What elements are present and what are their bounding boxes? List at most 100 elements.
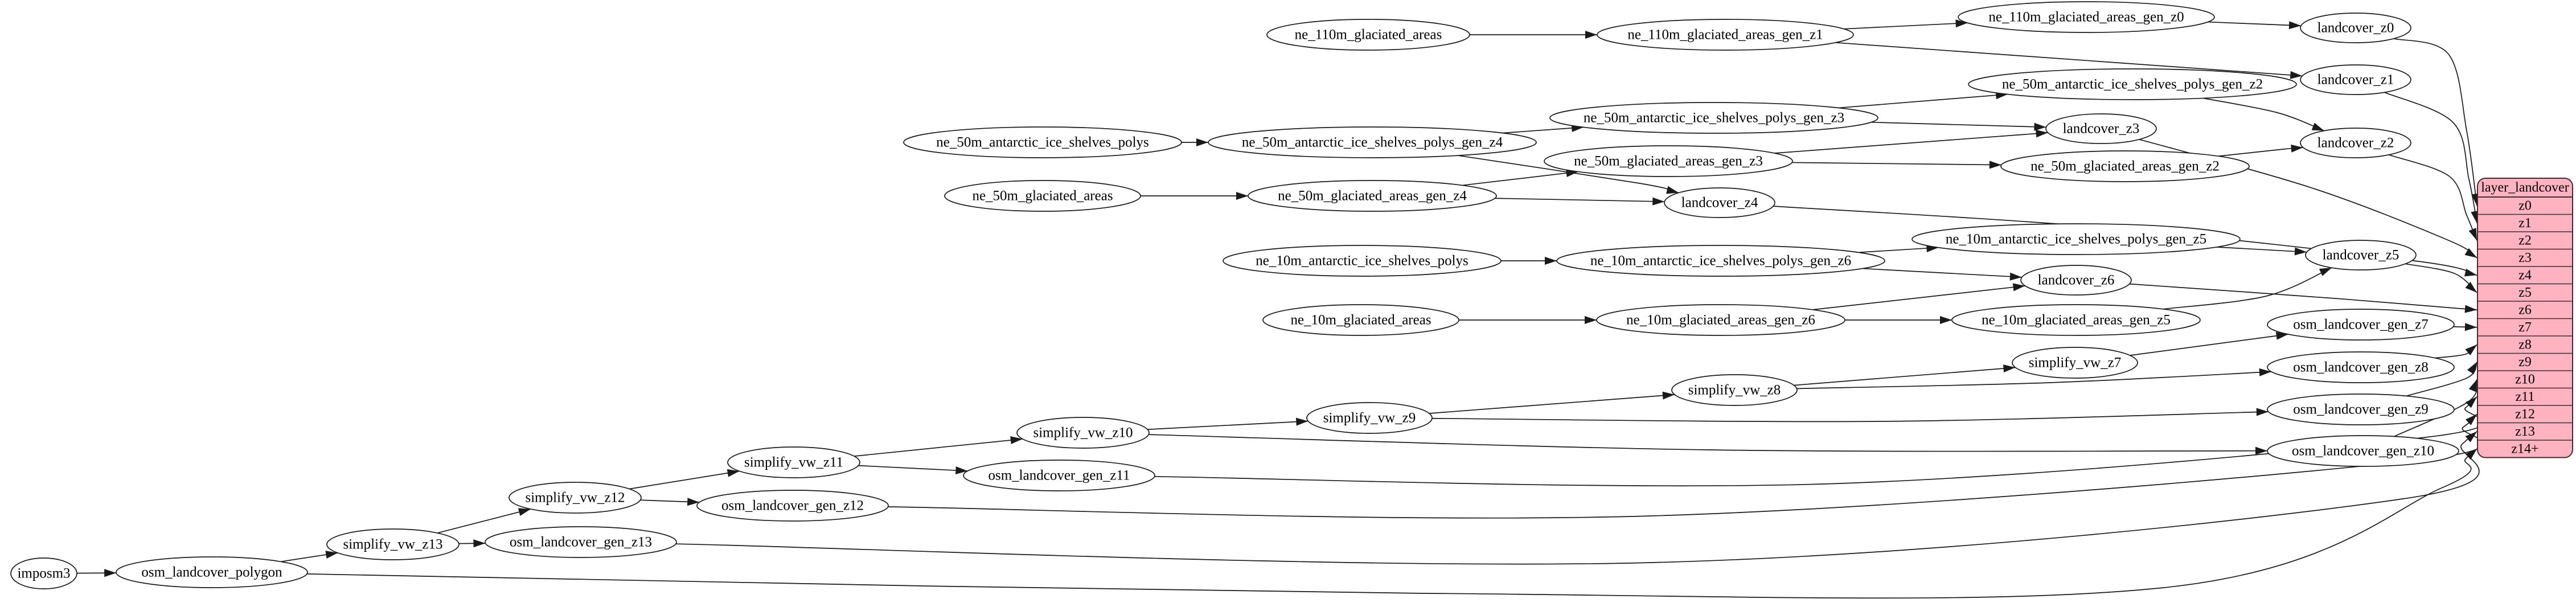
edge-simplify_vw_z8--osm_landcover_gen_z8: [1796, 368, 2271, 389]
node-ellipse-landcover_z5: [2305, 240, 2417, 270]
edge-ne_50m_antarctic_ice_shelves_polys_gen_z3--landcover_z3: [1871, 121, 2046, 131]
node-landcover_z3: landcover_z3: [2045, 113, 2157, 144]
node-ellipse-landcover_z3: [2045, 113, 2157, 144]
node-label: simplify_vw_z8: [1688, 383, 1781, 398]
edge-ne_110m_glaciated_areas_gen_z1--landcover_z1: [1835, 42, 2303, 79]
node-label: ne_10m_glaciated_areas_gen_z6: [1626, 313, 1815, 328]
node-ellipse-osm_landcover_gen_z9: [2267, 393, 2455, 425]
edge-landcover_z0--layer-landcover-z0: [2393, 38, 2480, 206]
node-label: ne_50m_antarctic_ice_shelves_polys: [936, 135, 1149, 150]
table-row-label-z3: z3: [2518, 251, 2532, 265]
node-ellipse-osm_landcover_gen_z7: [2267, 309, 2455, 341]
edge-ne_50m_glaciated_areas_gen_z3--landcover_z3: [1774, 129, 2048, 154]
node-simplify_vw_z7: simplify_vw_z7: [2012, 347, 2138, 379]
node-ne_110m_glaciated_areas_gen_z1: ne_110m_glaciated_areas_gen_z1: [1597, 19, 1854, 51]
node-label: osm_landcover_gen_z10: [2292, 444, 2434, 459]
table-row-label-z4: z4: [2518, 268, 2532, 282]
edge-ne_50m_glaciated_areas_gen_z4--ne_50m_glaciated_areas_gen_z3: [1462, 169, 1578, 186]
table-row-label-z13: z13: [2515, 424, 2535, 439]
edge-osm_landcover_gen_z8--layer-landcover-z8: [2435, 344, 2477, 359]
node-simplify_vw_z13: simplify_vw_z13: [326, 528, 460, 560]
node-label: ne_110m_glaciated_areas_gen_z0: [1988, 10, 2184, 25]
node-landcover_z1: landcover_z1: [2300, 64, 2411, 95]
node-ellipse-ne_10m_glaciated_areas_gen_z6: [1596, 304, 1845, 336]
node-label: ne_50m_antarctic_ice_shelves_polys_gen_z…: [1242, 135, 1503, 150]
node-ellipse-simplify_vw_z10: [1016, 417, 1150, 449]
node-ellipse-landcover_z4: [1664, 187, 1775, 218]
node-label: osm_landcover_gen_z8: [2293, 360, 2428, 375]
node-ellipse-ne_50m_glaciated_areas: [944, 180, 1141, 212]
node-label: landcover_z5: [2323, 248, 2399, 263]
edge-simplify_vw_z10--osm_landcover_gen_z10: [1148, 434, 2268, 455]
node-ne_110m_glaciated_areas: ne_110m_glaciated_areas: [1266, 19, 1470, 51]
node-simplify_vw_z12: simplify_vw_z12: [508, 482, 642, 514]
node-ne_50m_glaciated_areas: ne_50m_glaciated_areas: [944, 180, 1141, 212]
table-row-label-z12: z12: [2515, 407, 2535, 421]
node-label: landcover_z2: [2317, 136, 2394, 151]
node-label: simplify_vw_z10: [1033, 425, 1133, 441]
edge-ne_50m_glaciated_areas_gen_z2--landcover_z2: [2218, 144, 2303, 157]
table-row-label-z1: z1: [2518, 216, 2532, 231]
node-ellipse-ne_10m_glaciated_areas_gen_z5: [1951, 304, 2201, 336]
edge-ne_110m_glaciated_areas_gen_z0--landcover_z0: [2208, 21, 2302, 30]
node-label: landcover_z1: [2317, 72, 2394, 88]
node-ellipse-ne_50m_glaciated_areas_gen_z2: [2000, 150, 2250, 182]
node-ellipse-ne_110m_glaciated_areas_gen_z0: [1958, 1, 2215, 33]
table-row-label-z6: z6: [2518, 302, 2532, 317]
table-row-label-z14+: z14+: [2511, 441, 2538, 456]
node-ne_50m_antarctic_ice_shelves_polys_gen_z3: ne_50m_antarctic_ice_shelves_polys_gen_z…: [1549, 102, 1878, 134]
node-ne_10m_glaciated_areas_gen_z6: ne_10m_glaciated_areas_gen_z6: [1596, 304, 1845, 336]
node-osm_landcover_gen_z8: osm_landcover_gen_z8: [2267, 351, 2455, 383]
node-osm_landcover_gen_z7: osm_landcover_gen_z7: [2267, 309, 2455, 341]
node-label: simplify_vw_z13: [343, 537, 443, 552]
node-osm_landcover_gen_z11: osm_landcover_gen_z11: [963, 460, 1155, 491]
table-title: layer_landcover: [2481, 181, 2569, 195]
edge-osm_landcover_gen_z13--layer-landcover-z13: [675, 431, 2480, 565]
node-osm_landcover_gen_z13: osm_landcover_gen_z13: [485, 526, 677, 558]
node-ne_50m_antarctic_ice_shelves_polys: ne_50m_antarctic_ice_shelves_polys: [903, 126, 1182, 158]
node-landcover_z6: landcover_z6: [2020, 265, 2132, 296]
node-label: ne_50m_antarctic_ice_shelves_polys_gen_z…: [1584, 110, 1844, 126]
node-label: simplify_vw_z12: [526, 490, 625, 506]
node-label: osm_landcover_gen_z12: [721, 498, 864, 514]
table-row-label-z7: z7: [2518, 320, 2532, 335]
node-ellipse-landcover_z6: [2020, 265, 2132, 296]
edge-simplify_vw_z7--osm_landcover_gen_z7: [2130, 331, 2288, 356]
node-landcover_z4: landcover_z4: [1664, 187, 1775, 218]
edge-ne_50m_glaciated_areas_gen_z4--landcover_z4: [1495, 197, 1665, 206]
edge-simplify_vw_z13--simplify_vw_z12: [437, 508, 531, 534]
node-ellipse-ne_110m_glaciated_areas_gen_z1: [1597, 19, 1854, 51]
edges-layer: [76, 19, 2484, 599]
node-label: ne_50m_antarctic_ice_shelves_polys_gen_z…: [2002, 77, 2263, 92]
node-ellipse-ne_50m_antarctic_ice_shelves_polys_gen_z4: [1208, 126, 1537, 158]
node-ellipse-simplify_vw_z11: [727, 446, 860, 478]
node-label: ne_50m_glaciated_areas_gen_z4: [1278, 188, 1467, 204]
node-ellipse-ne_50m_antarctic_ice_shelves_polys_gen_z2: [1968, 68, 2297, 100]
node-label: landcover_z0: [2317, 20, 2394, 36]
edge-simplify_vw_z13--osm_landcover_gen_z13: [458, 539, 486, 548]
edge-ne_50m_antarctic_ice_shelves_polys_gen_z3--ne_50m_antarctic_ice_shelves_polys_gen_z2: [1838, 91, 2008, 109]
node-ellipse-ne_50m_glaciated_areas_gen_z4: [1248, 180, 1497, 212]
node-label: simplify_vw_z7: [2029, 355, 2122, 371]
edge-simplify_vw_z11--simplify_vw_z10: [854, 436, 1023, 457]
node-ne_50m_antarctic_ice_shelves_polys_gen_z4: ne_50m_antarctic_ice_shelves_polys_gen_z…: [1208, 126, 1537, 158]
edge-ne_10m_glaciated_areas_gen_z6--landcover_z6: [1812, 283, 2025, 310]
node-ellipse-imposm3: [10, 557, 77, 589]
node-label: ne_110m_glaciated_areas: [1295, 27, 1442, 43]
node-simplify_vw_z9: simplify_vw_z9: [1306, 402, 1433, 434]
table-row-label-z8: z8: [2518, 337, 2532, 352]
node-simplify_vw_z11: simplify_vw_z11: [727, 446, 860, 478]
node-ne_10m_glaciated_areas: ne_10m_glaciated_areas: [1262, 304, 1459, 336]
node-label: ne_10m_antarctic_ice_shelves_polys_gen_z…: [1590, 253, 1851, 269]
node-ellipse-osm_landcover_gen_z11: [963, 460, 1155, 491]
edge-osm_landcover_polygon--layer-landcover-z14+: [307, 448, 2477, 599]
layer-landcover-table: layer_landcoverz0z1z2z3z4z5z6z7z8z9z10z1…: [2477, 178, 2573, 458]
node-ne_50m_antarctic_ice_shelves_polys_gen_z2: ne_50m_antarctic_ice_shelves_polys_gen_z…: [1968, 68, 2297, 100]
node-label: ne_110m_glaciated_areas_gen_z1: [1627, 27, 1823, 43]
node-ellipse-ne_110m_glaciated_areas: [1266, 19, 1470, 51]
edge-ne_50m_antarctic_ice_shelves_polys_gen_z4--ne_50m_antarctic_ice_shelves_polys_gen_z3: [1502, 124, 1584, 134]
node-label: landcover_z6: [2038, 273, 2115, 288]
edge-simplify_vw_z8--simplify_vw_z7: [1794, 364, 2016, 386]
